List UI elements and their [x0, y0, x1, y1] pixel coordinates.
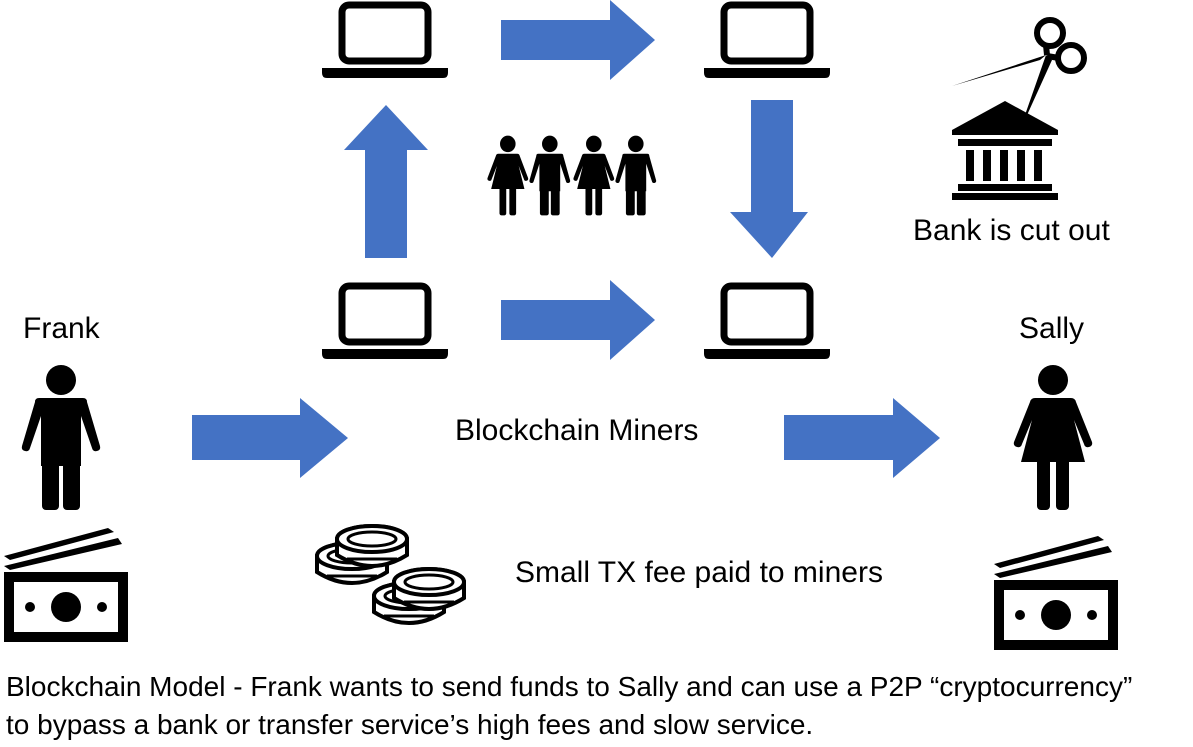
- laptop-icon-top-right: [704, 5, 830, 78]
- bank-label: Bank is cut out: [913, 214, 1110, 247]
- arrow-icon-middle-right: [501, 280, 655, 360]
- arrow-icon-up: [344, 105, 428, 258]
- person-icon-frank: [21, 365, 101, 510]
- fee-label: Small TX fee paid to miners: [515, 556, 883, 589]
- frank-label: Frank: [23, 312, 100, 345]
- miners-label: Blockchain Miners: [455, 414, 699, 447]
- coins-icon: [315, 524, 466, 625]
- money-icon-sally: [994, 536, 1118, 650]
- arrow-icon-top-right: [501, 0, 655, 80]
- caption-line-2: to bypass a bank or transfer service’s h…: [6, 709, 814, 740]
- person-icon-sally: [1013, 365, 1093, 510]
- money-icon-frank: [4, 528, 128, 642]
- people-icon: [487, 135, 657, 216]
- arrow-icon-down: [730, 100, 808, 258]
- caption: Blockchain Model - Frank wants to send f…: [6, 668, 1132, 744]
- caption-line-1: Blockchain Model - Frank wants to send f…: [6, 671, 1133, 702]
- laptop-icon-bottom-left: [322, 286, 448, 359]
- laptop-icon-top-left: [322, 5, 448, 78]
- laptop-icon-bottom-right: [704, 286, 830, 359]
- sally-label: Sally: [1019, 312, 1085, 345]
- scissors-icon: [952, 17, 1087, 135]
- bank-icon: [952, 101, 1058, 200]
- arrow-icon-frank-to-miners: [192, 398, 348, 478]
- arrow-icon-miners-to-sally: [784, 398, 940, 478]
